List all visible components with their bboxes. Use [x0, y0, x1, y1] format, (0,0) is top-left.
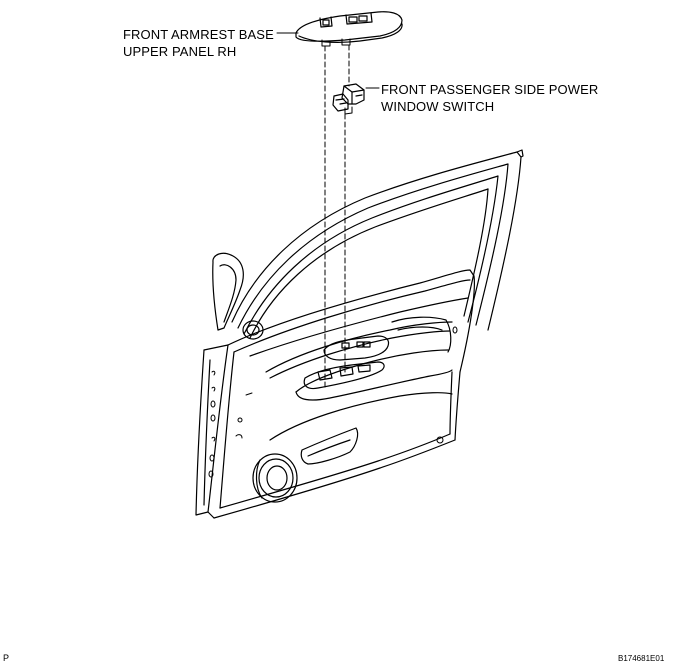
door-trim-board	[195, 269, 475, 519]
power-window-switch-part	[332, 83, 365, 115]
armrest-area	[265, 316, 453, 465]
woofer-speaker	[252, 453, 298, 503]
alignment-dashed-lines	[324, 44, 350, 389]
trim-fasteners	[235, 326, 458, 444]
armrest-base-upper-panel	[295, 11, 403, 47]
switch-label-line2: WINDOW SWITCH	[381, 99, 495, 114]
window-switch-label: FRONT PASSENGER SIDE POWER WINDOW SWITCH	[381, 81, 598, 115]
page-code-left: P	[3, 653, 10, 663]
side-mirror	[212, 252, 244, 331]
armrest-label-line2: UPPER PANEL RH	[123, 44, 237, 59]
switch-label-line1: FRONT PASSENGER SIDE POWER	[381, 82, 599, 97]
door-frame	[231, 149, 524, 339]
figure-id: B174681E01	[618, 654, 665, 663]
armrest-base-label: FRONT ARMREST BASE UPPER PANEL RH	[123, 26, 274, 60]
hinge-side-holes	[208, 370, 216, 478]
installed-window-switch	[303, 335, 390, 390]
leader-lines	[276, 32, 380, 89]
armrest-label-line1: FRONT ARMREST BASE	[123, 27, 274, 42]
